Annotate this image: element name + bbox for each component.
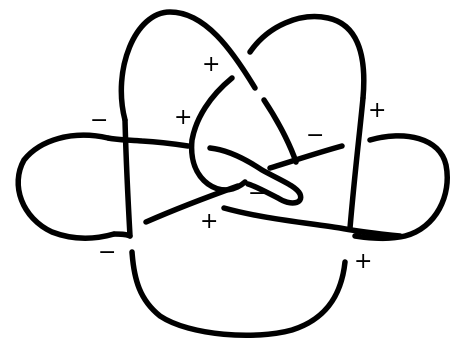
knot-strands: [18, 12, 447, 335]
strand-left-lobe: [18, 135, 114, 238]
sign-center-right-minus: −: [306, 123, 324, 148]
crossing-signs: + + + − − − + − +: [90, 52, 386, 274]
sign-center-bottom-plus: +: [200, 209, 218, 234]
sign-top-left-plus: +: [202, 52, 220, 77]
sign-right-plus: +: [368, 98, 386, 123]
strand-bottom-left-connector: [114, 234, 130, 236]
strand-right-vertical: [350, 98, 363, 228]
sign-center-minus: −: [248, 181, 266, 206]
sign-bottom-right-plus: +: [354, 249, 372, 274]
sign-bottom-left-minus: −: [98, 240, 116, 265]
strand-upper-horizontal: [108, 138, 188, 146]
sign-inner-left-plus: +: [174, 105, 192, 130]
strand-inner-loop: [192, 78, 245, 190]
strand-right-lobe: [355, 136, 447, 238]
sign-left-minus: −: [90, 108, 108, 133]
strand-lower-horizontal: [224, 208, 400, 236]
strand-top-left-lobe: [121, 12, 255, 120]
